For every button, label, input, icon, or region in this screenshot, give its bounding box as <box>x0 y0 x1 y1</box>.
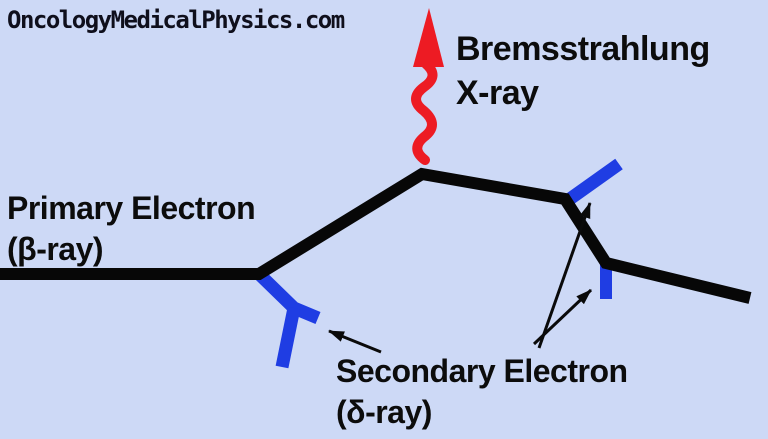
bremsstrahlung-label-line2: X-ray <box>456 74 539 112</box>
pointer-arrow-left-icon <box>328 329 382 354</box>
secondary-electron-label-line1: Secondary Electron <box>336 353 628 389</box>
pointer-arrow-long-icon <box>537 202 592 349</box>
delta-ray-branch-2 <box>563 158 623 207</box>
xray-squiggle <box>411 59 438 165</box>
delta-ray-branch-1-tail <box>275 306 301 369</box>
secondary-electron-label-line2: (δ-ray) <box>336 394 432 430</box>
primary-electron-label-line1: Primary Electron <box>7 190 256 226</box>
pointer-arrows <box>328 202 593 354</box>
primary-electron-label-line2: (β-ray) <box>7 231 104 267</box>
primary-electron-label: Primary Electron (β-ray) <box>7 188 256 270</box>
bremsstrahlung-label: Bremsstrahlung X-ray <box>456 27 710 115</box>
bremsstrahlung-label-line1: Bremsstrahlung <box>456 30 710 68</box>
bremsstrahlung-xray-arrow <box>411 8 444 165</box>
xray-arrowhead-icon <box>413 8 444 67</box>
secondary-electron-label: Secondary Electron (δ-ray) <box>336 351 628 433</box>
primary-electron-track <box>0 167 752 304</box>
site-logo: OncologyMedicalPhysics.com <box>7 6 345 34</box>
